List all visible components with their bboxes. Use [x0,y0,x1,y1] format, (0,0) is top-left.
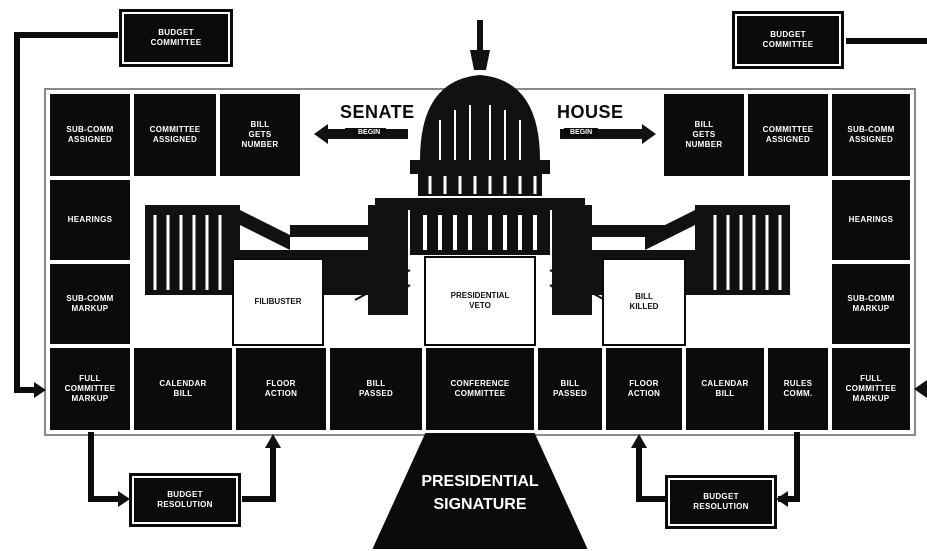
house-floor-action: FLOOR ACTION [604,346,684,432]
connector-line [14,32,20,392]
arrow-left-icon [914,380,927,398]
connector-line [14,387,36,393]
house-calendar-bill: CALENDAR BILL [684,346,766,432]
arrow-right-icon [118,491,130,507]
connector-line [846,38,927,44]
budget-committee-house: BUDGET COMMITTEE [735,14,841,66]
connector-line [14,32,118,38]
house-title: HOUSE [557,102,624,122]
conference-committee: CONFERENCE COMMITTEE [424,346,536,432]
house-bill-passed: BILL PASSED [536,346,604,432]
budget-committee-senate: BUDGET COMMITTEE [122,12,230,64]
connector-line [88,432,94,502]
arrow-up-icon [631,434,647,448]
connector-line [778,496,798,502]
house-hearings: HEARINGS [830,178,912,262]
senate-sub-comm-assigned: SUB-COMM ASSIGNED [48,92,132,178]
house-sub-comm-assigned: SUB-COMM ASSIGNED [830,92,912,178]
senate-begin-tag-label: BEGIN [352,128,387,137]
presidential-signature-shape [372,433,588,549]
house-committee-assigned: COMMITTEE ASSIGNED [746,92,830,178]
arrow-left-icon [776,491,788,507]
house-sub-comm-markup: SUB-COMM MARKUP [830,262,912,346]
filibuster-box: FILIBUSTER [232,258,324,346]
budget-resolution-house: BUDGET RESOLUTION [668,478,774,526]
bill-killed-box: BILL KILLED [602,258,686,346]
senate-committee-assigned: COMMITTEE ASSIGNED [132,92,218,178]
capitol-building-illustration [145,20,790,315]
connector-line [794,432,800,502]
connector-line [636,496,668,502]
budget-resolution-senate: BUDGET RESOLUTION [132,476,238,524]
senate-calendar-bill: CALENDAR BILL [132,346,234,432]
senate-full-committee-markup: FULL COMMITTEE MARKUP [48,346,132,432]
senate-title: SENATE [340,102,415,122]
presidential-signature-label: PRESIDENTIAL SIGNATURE [421,473,539,514]
house-bill-gets-number: BILL GETS NUMBER [662,92,746,178]
connector-line [242,496,276,502]
presidential-veto-box: PRESIDENTIAL VETO [424,256,536,346]
connector-line [88,496,120,502]
arrow-right-icon [34,382,46,398]
senate-sub-comm-markup: SUB-COMM MARKUP [48,262,132,346]
house-full-committee-markup: FULL COMMITTEE MARKUP [830,346,912,432]
house-rules-comm: RULES COMM. [766,346,830,432]
senate-bill-gets-number: BILL GETS NUMBER [218,92,302,178]
senate-hearings: HEARINGS [48,178,132,262]
senate-bill-passed: BILL PASSED [328,346,424,432]
senate-floor-action: FLOOR ACTION [234,346,328,432]
connector-line [636,446,642,502]
connector-line [270,446,276,502]
house-begin-tag: BEGIN [564,128,599,137]
arrow-up-icon [265,434,281,448]
